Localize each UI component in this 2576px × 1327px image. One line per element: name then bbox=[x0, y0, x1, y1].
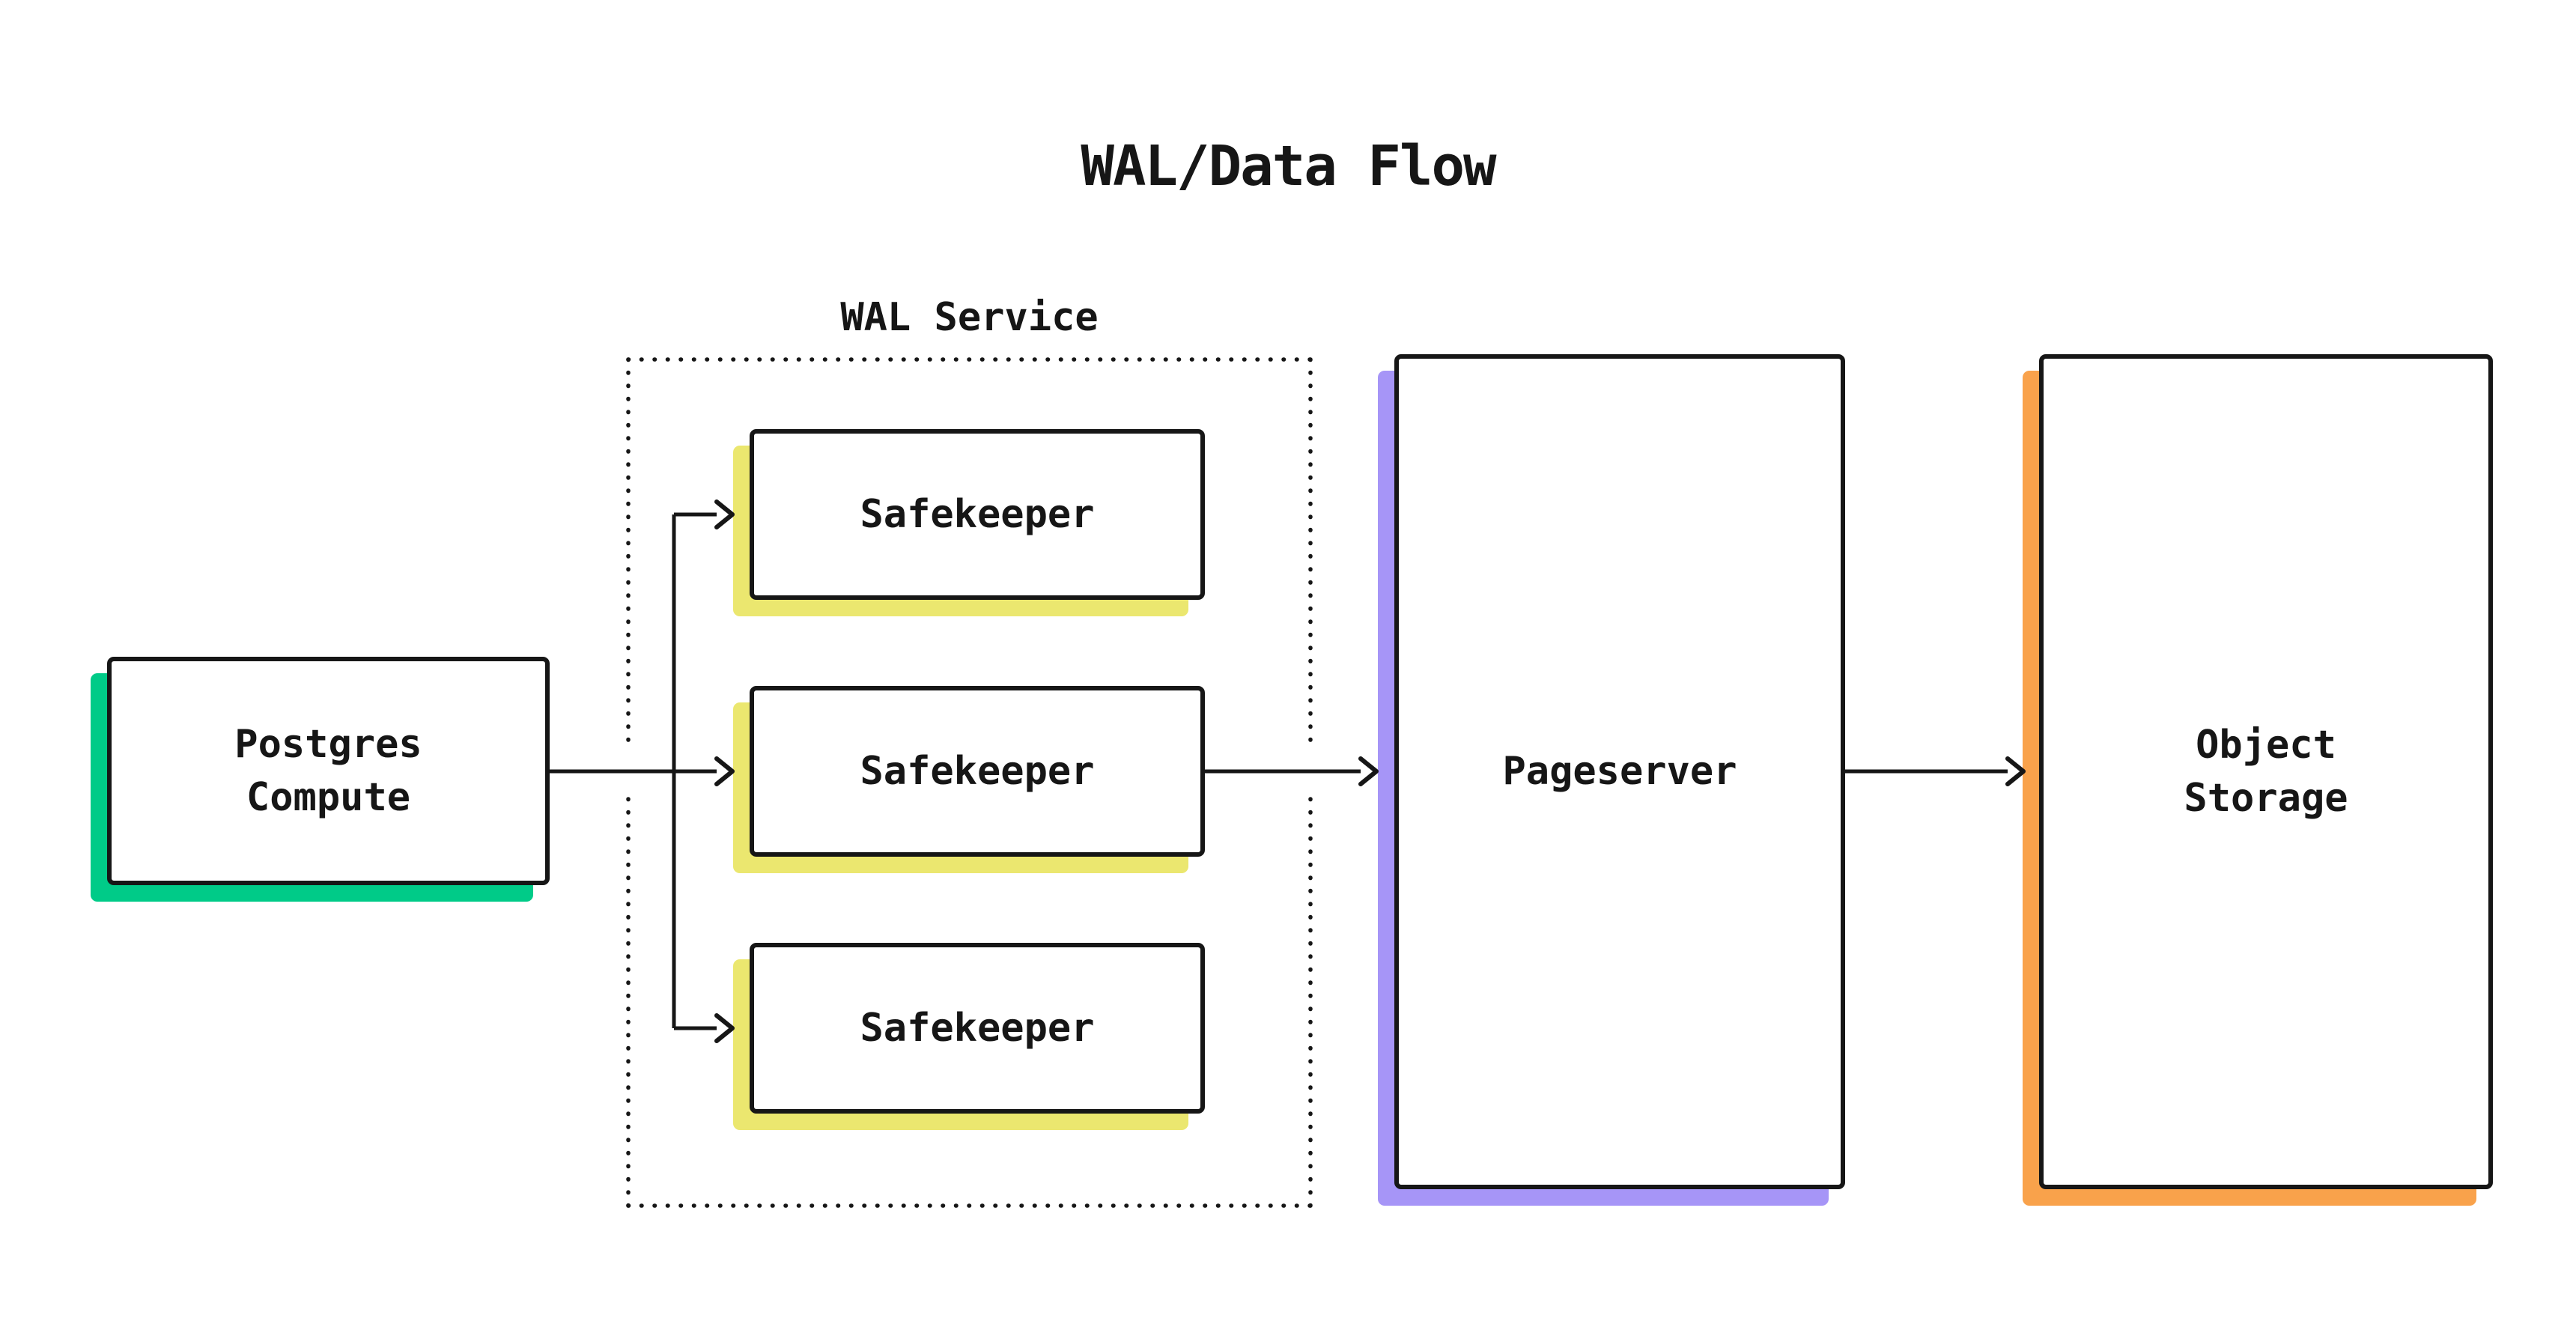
node-safekeeper-3: Safekeeper bbox=[750, 943, 1205, 1114]
node-safekeeper-2: Safekeeper bbox=[750, 686, 1205, 857]
arrowhead-safekeeper-1 bbox=[714, 499, 735, 529]
arrowhead-safekeeper-2 bbox=[714, 756, 735, 786]
edge-compute-to-safekeepers bbox=[550, 499, 735, 1043]
node-pageserver: Pageserver bbox=[1394, 354, 1845, 1189]
diagram-title: WAL/Data Flow bbox=[1081, 134, 1496, 198]
object-storage-label: Object Storage bbox=[2184, 723, 2348, 821]
safekeeper-1-label: Safekeeper bbox=[860, 491, 1095, 537]
safekeeper-2-label: Safekeeper bbox=[860, 748, 1095, 794]
node-safekeeper-1: Safekeeper bbox=[750, 429, 1205, 600]
edge-safekeeper-to-pageserver bbox=[1205, 756, 1379, 786]
safekeeper-3-label: Safekeeper bbox=[860, 1005, 1095, 1051]
postgres-compute-label: Postgres Compute bbox=[234, 722, 422, 820]
arrowhead-safekeeper-3 bbox=[714, 1013, 735, 1043]
wal-service-label: WAL Service bbox=[840, 295, 1099, 340]
node-object-storage: Object Storage bbox=[2039, 354, 2493, 1189]
edge-pageserver-to-storage bbox=[1845, 756, 2026, 786]
arrowhead-object-storage bbox=[2005, 756, 2026, 786]
arrowhead-pageserver bbox=[1358, 756, 1379, 786]
node-postgres-compute: Postgres Compute bbox=[107, 657, 550, 885]
pageserver-label: Pageserver bbox=[1502, 749, 1737, 795]
